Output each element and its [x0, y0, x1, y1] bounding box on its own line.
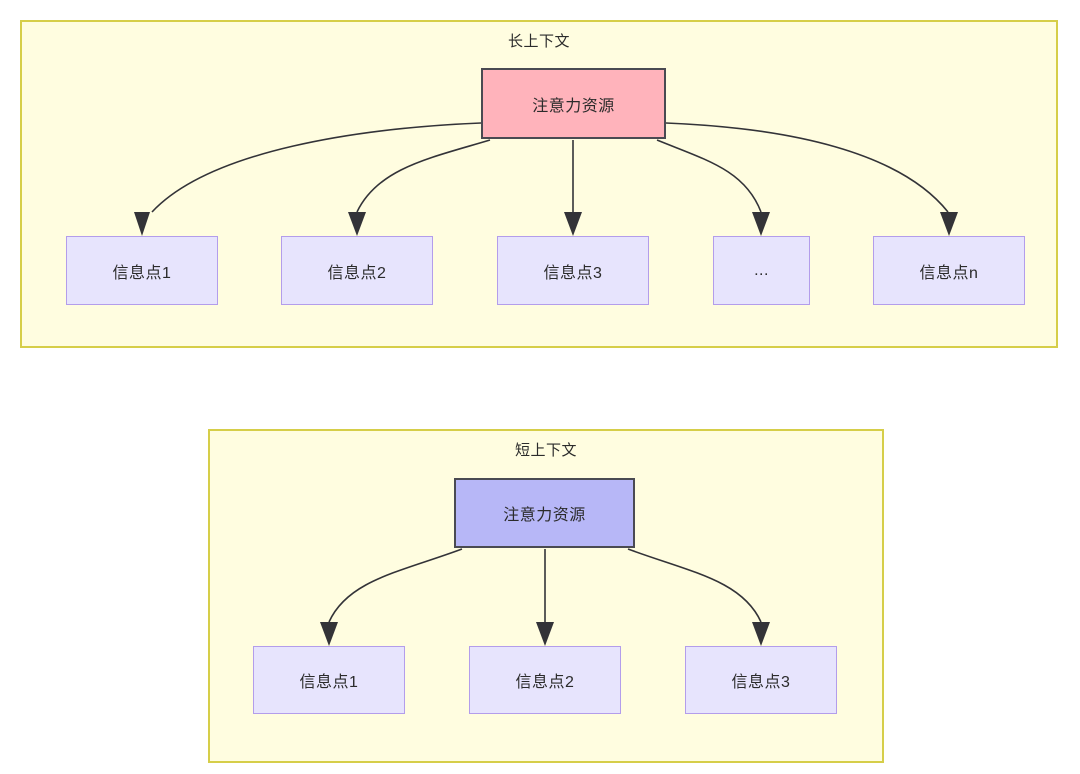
node-label: 信息点2	[515, 674, 575, 691]
node-label: 信息点n	[919, 264, 979, 282]
node-info-point-ellipsis-long[interactable]: ...	[713, 236, 810, 305]
group-short-context-title: 短上下文	[514, 442, 577, 459]
node-label: 信息点3	[731, 674, 791, 691]
node-attention-resource-short[interactable]: 注意力资源	[454, 478, 635, 548]
node-info-point-3-short[interactable]: 信息点3	[685, 646, 837, 714]
node-label: 注意力资源	[532, 97, 615, 115]
node-attention-resource-long[interactable]: 注意力资源	[481, 68, 666, 139]
node-info-point-2-long[interactable]: 信息点2	[281, 236, 433, 305]
node-label: 信息点3	[543, 264, 603, 282]
node-label: ...	[754, 261, 769, 279]
group-long-context-title: 长上下文	[507, 33, 570, 50]
node-info-point-1-short[interactable]: 信息点1	[253, 646, 405, 714]
node-label: 注意力资源	[503, 507, 586, 524]
node-label: 信息点1	[112, 264, 172, 282]
node-info-point-n-long[interactable]: 信息点n	[873, 236, 1025, 305]
node-label: 信息点2	[327, 264, 387, 282]
node-info-point-2-short[interactable]: 信息点2	[469, 646, 621, 714]
node-info-point-1-long[interactable]: 信息点1	[66, 236, 218, 305]
node-info-point-3-long[interactable]: 信息点3	[497, 236, 649, 305]
node-label: 信息点1	[299, 674, 359, 691]
